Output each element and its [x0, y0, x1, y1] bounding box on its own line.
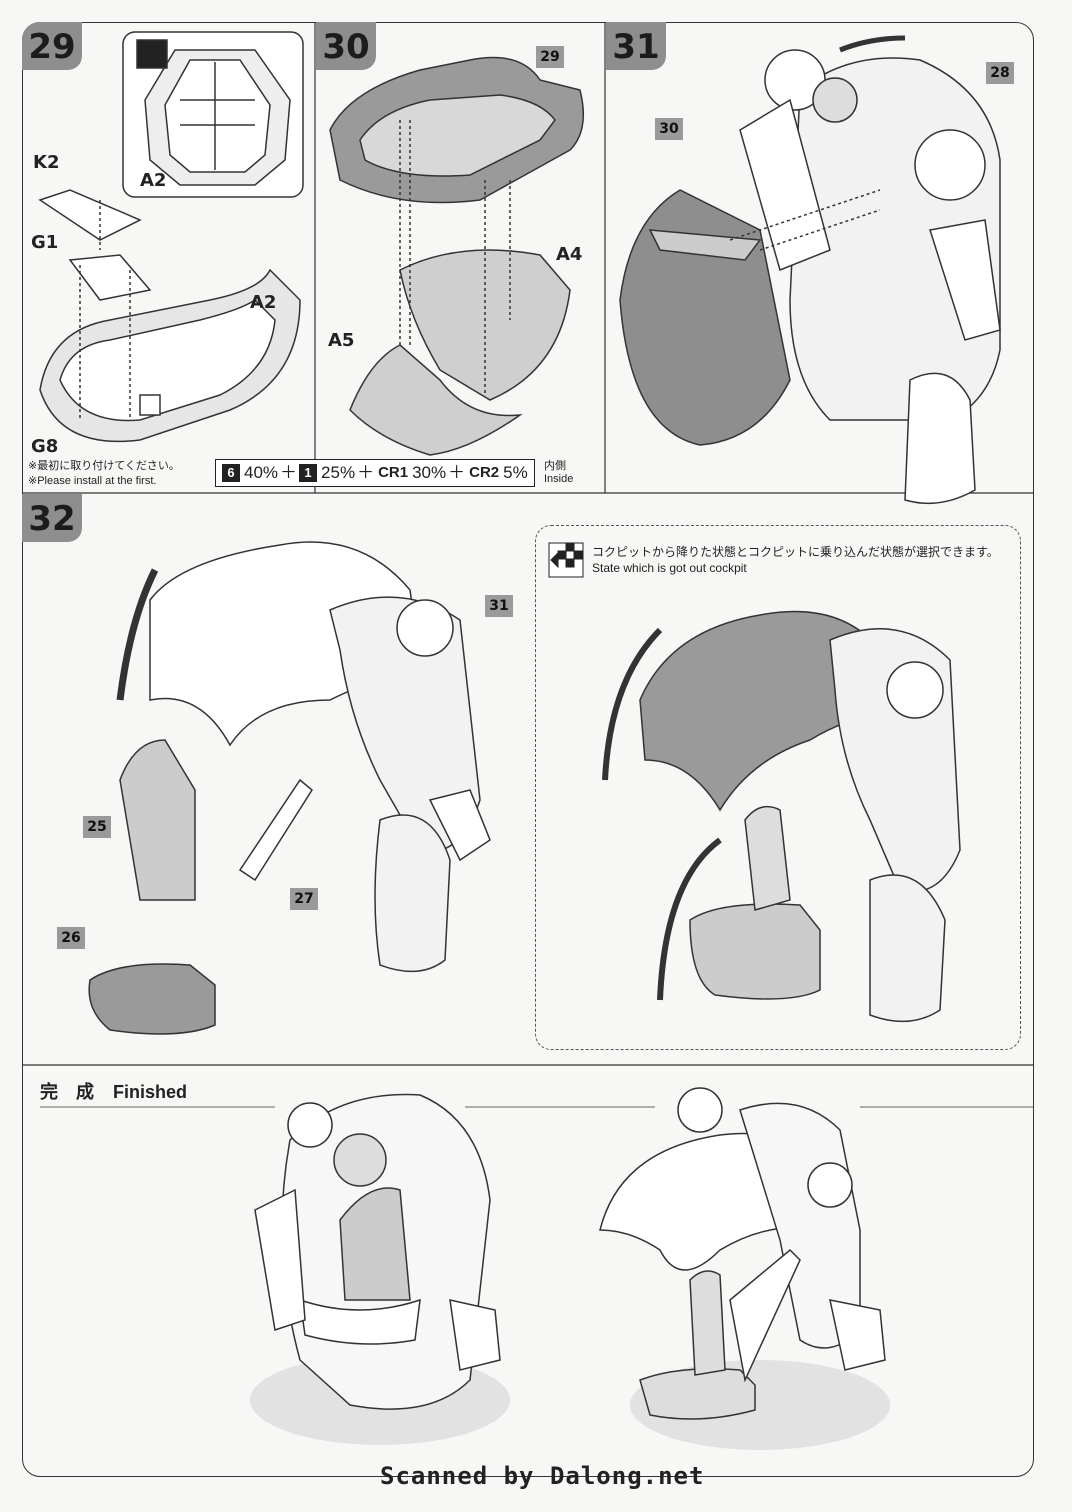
paint-cr2: CR2 [469, 464, 500, 481]
label-a2: A2 [250, 292, 277, 313]
step31-robot [619, 35, 1001, 505]
label-k2: K2 [33, 152, 60, 173]
finished-left [250, 1093, 510, 1445]
scan-credit: Scanned by Dalong.net [380, 1462, 705, 1490]
label-a2-inset: A2 [140, 170, 167, 191]
step29-shell [38, 189, 301, 443]
finished-en: Finished [113, 1082, 188, 1102]
paint-pct-1: 40% [244, 463, 279, 482]
page-frame [22, 22, 1034, 1477]
step32-robot-left [88, 541, 491, 1035]
label-a5: A5 [328, 330, 355, 351]
step-32-number: 32 [22, 494, 82, 542]
step29-inset [122, 31, 304, 198]
label-a4: A4 [556, 244, 583, 265]
step30-parts [329, 56, 585, 456]
paint-op-1: ＋ [280, 463, 298, 482]
step32-robot-right [602, 610, 961, 1023]
ref-27: 27 [290, 888, 318, 910]
paint-pct-2: 25% [321, 463, 356, 482]
note-en: ※Please install at the first. [28, 475, 157, 487]
ref-31: 31 [485, 595, 513, 617]
checker-icon [548, 542, 584, 578]
finished-right [599, 1087, 890, 1450]
finished-jp: 完 成 [40, 1082, 94, 1102]
ref-26: 26 [57, 927, 85, 949]
option-box [535, 525, 1021, 1050]
paint-pct-3: 30% [412, 463, 447, 482]
inside-en: Inside [544, 473, 574, 485]
paint-chip-1: 1 [299, 464, 318, 482]
step-29-number: 29 [22, 22, 82, 70]
paint-mix-formula: 6 40% ＋ 1 25% ＋ CR1 30% ＋ CR2 5% [215, 459, 535, 487]
ref-25: 25 [83, 816, 111, 838]
paint-cr1: CR1 [378, 464, 409, 481]
option-text-en: State which is got out cockpit [592, 561, 747, 575]
ref-29: 29 [536, 46, 564, 68]
note-jp: ※最初に取り付けてください。 [28, 460, 180, 472]
step-31-number: 31 [606, 22, 666, 70]
paint-chip-6: 6 [222, 464, 240, 482]
label-g8: G8 [31, 436, 59, 457]
label-g1: G1 [31, 232, 59, 253]
paint-pct-4: 5% [503, 463, 528, 482]
option-text-jp: コクピットから降りた状態とコクピットに乗り込んだ状態が選択できます。 [592, 545, 999, 559]
step-30-number: 30 [316, 22, 376, 70]
ref-28: 28 [986, 62, 1014, 84]
paint-op-3: ＋ [448, 463, 466, 482]
paint-op-2: ＋ [357, 463, 375, 482]
finished-heading: 完 成 Finished [40, 1078, 187, 1104]
inside-jp: 内側 [544, 460, 566, 472]
ref-30: 30 [655, 118, 683, 140]
